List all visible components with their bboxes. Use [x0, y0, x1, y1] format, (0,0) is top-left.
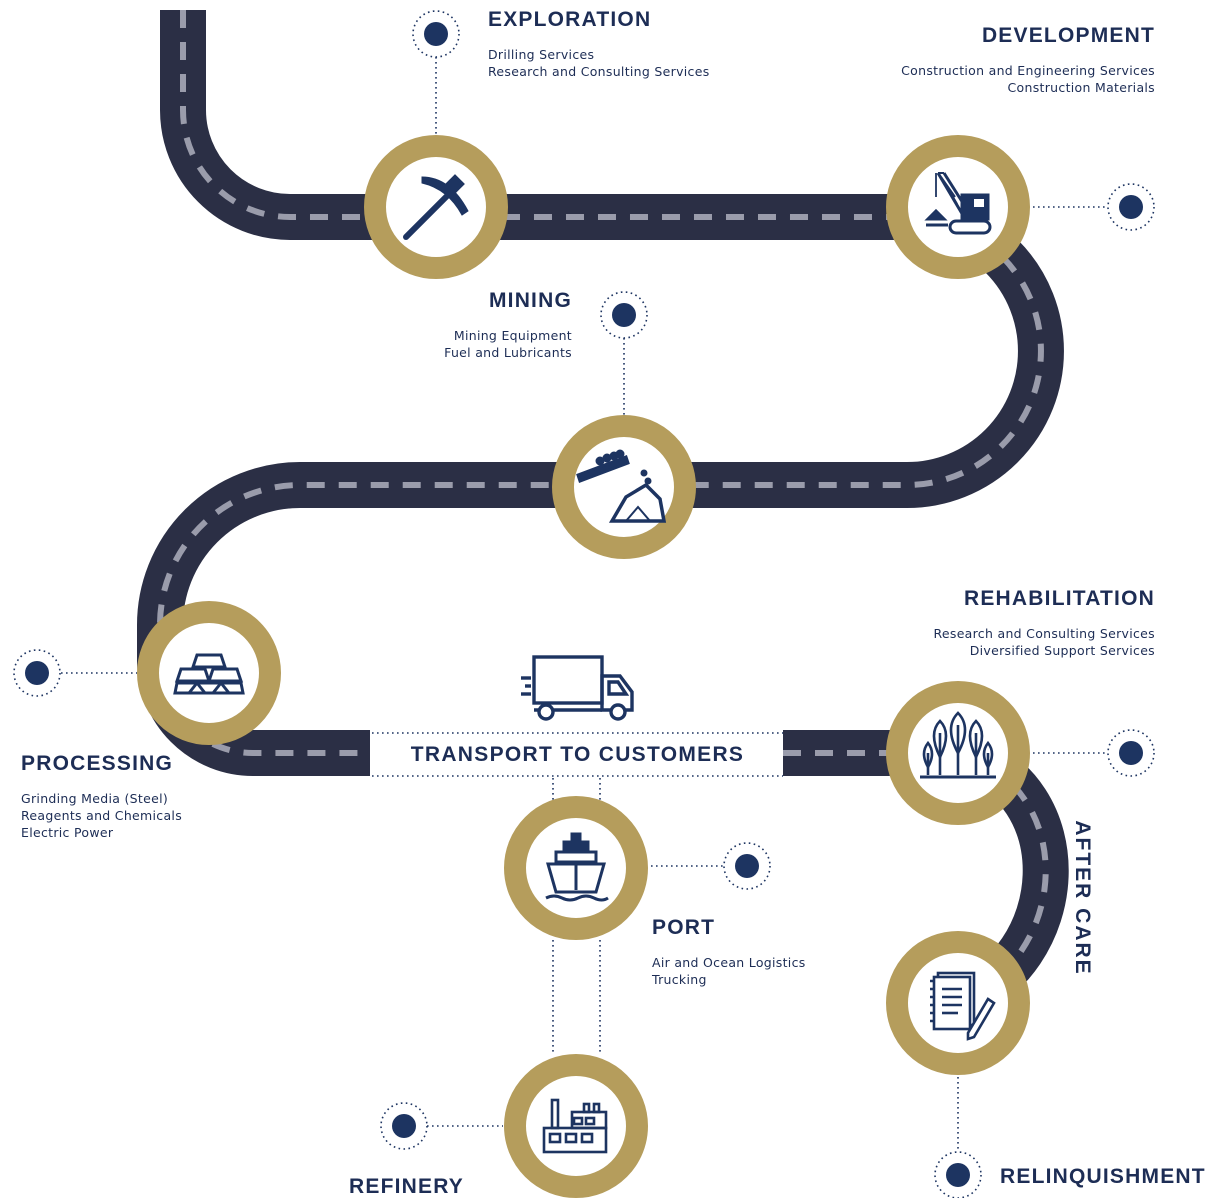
stage-title: PROCESSING	[21, 752, 174, 775]
stage-development: DEVELOPMENT Construction and Engineering…	[901, 24, 1155, 96]
ring-mining	[552, 415, 696, 559]
stage-items: Mining Equipment Fuel and Lubricants	[444, 327, 572, 361]
stage-title: REFINERY	[349, 1175, 464, 1198]
node-dot-rehabilitation	[1107, 729, 1155, 777]
stage-title: EXPLORATION	[488, 8, 652, 31]
stage-title: PORT	[652, 916, 716, 939]
crane-icon	[924, 172, 992, 235]
factory-icon	[542, 1098, 608, 1154]
stage-items: Construction and Engineering Services Co…	[901, 62, 1155, 96]
ship-icon	[545, 832, 609, 902]
stage-item: Construction Materials	[1007, 80, 1155, 95]
stage-item: Diversified Support Services	[969, 643, 1155, 658]
stage-title: MINING	[488, 289, 572, 312]
stage-item: Grinding Media (Steel)	[21, 791, 169, 806]
stage-title: RELINQUISHMENT	[1000, 1165, 1206, 1188]
transport-label: TRANSPORT TO CUSTOMERS	[410, 742, 745, 766]
pickaxe-icon	[403, 174, 469, 240]
node-dot-processing	[13, 649, 61, 697]
stage-item: Trucking	[652, 972, 707, 987]
connectors	[61, 57, 1107, 1152]
stage-item: Fuel and Lubricants	[444, 345, 572, 360]
stage-title: REHABILITATION	[963, 587, 1155, 610]
stage-items: Grinding Media (Steel) Reagents and Chem…	[21, 790, 182, 841]
node-dot-development	[1107, 183, 1155, 231]
node-dot-exploration	[412, 10, 460, 58]
stage-exploration: EXPLORATION Drilling Services Research a…	[488, 8, 710, 80]
ring-refinery	[504, 1054, 648, 1198]
ring-processing	[137, 601, 281, 745]
transport-banner: TRANSPORT TO CUSTOMERS	[372, 733, 783, 776]
stage-items: Research and Consulting Services Diversi…	[933, 625, 1155, 659]
stage-mining: MINING Mining Equipment Fuel and Lubrica…	[444, 289, 572, 361]
node-dot-port	[723, 842, 771, 890]
stage-items: Drilling Services Research and Consultin…	[488, 46, 710, 80]
node-dot-relinquishment	[934, 1151, 982, 1198]
stage-item: Reagents and Chemicals	[21, 808, 183, 823]
node-dot-refinery	[380, 1102, 428, 1150]
stage-relinquishment: RELINQUISHMENT	[1000, 1165, 1206, 1189]
document-pen-icon	[930, 971, 996, 1041]
stage-refinery: REFINERY	[349, 1175, 464, 1199]
stage-item: Drilling Services	[488, 47, 595, 62]
stage-item: Mining Equipment	[453, 328, 572, 343]
stage-item: Research and Consulting Services	[488, 64, 710, 79]
gold-bars-icon	[173, 653, 245, 695]
trees-icon	[920, 711, 996, 779]
node-dot-mining	[600, 291, 648, 339]
stage-item: Air and Ocean Logistics	[652, 955, 806, 970]
aftercare-label: AFTER CARE	[1071, 820, 1094, 976]
transport-banner-frame	[372, 732, 783, 777]
stage-item: Research and Consulting Services	[933, 626, 1155, 641]
stage-rehabilitation: REHABILITATION Research and Consulting S…	[933, 587, 1155, 659]
stage-item: Construction and Engineering Services	[901, 63, 1155, 78]
stage-item: Electric Power	[21, 825, 114, 840]
stage-processing: PROCESSING Grinding Media (Steel) Reagen…	[21, 752, 182, 841]
stage-port: PORT Air and Ocean Logistics Trucking	[652, 916, 806, 988]
conveyor-ore-icon	[576, 449, 667, 523]
stage-items: Air and Ocean Logistics Trucking	[652, 954, 806, 988]
stage-title: DEVELOPMENT	[981, 24, 1155, 47]
truck-icon	[521, 655, 634, 721]
